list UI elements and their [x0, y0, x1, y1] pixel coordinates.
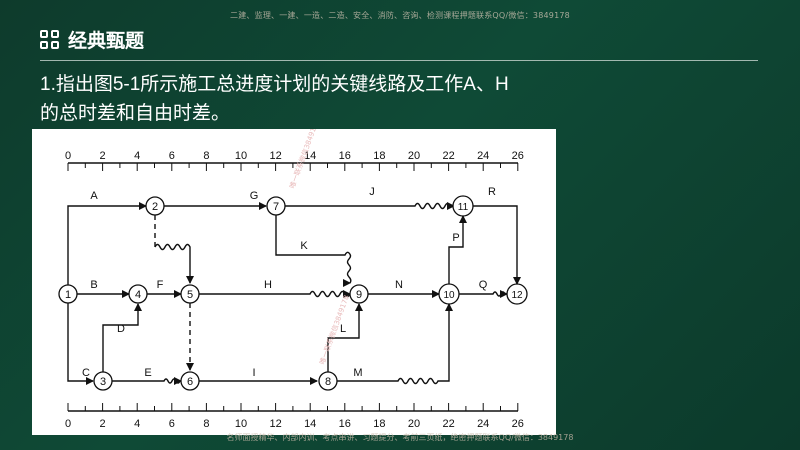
svg-text:12: 12: [511, 290, 523, 301]
scale-label: 12: [269, 418, 281, 430]
scale-label: 14: [304, 418, 316, 430]
label-B: B: [90, 279, 97, 291]
label-R: R: [488, 186, 496, 198]
svg-text:6: 6: [187, 376, 193, 388]
scale-label: 4: [134, 418, 140, 430]
node-2: 2: [145, 196, 165, 216]
node-3: 3: [93, 371, 113, 391]
arrow-J: [285, 202, 455, 210]
scale-label: 10: [235, 150, 247, 162]
scale-label: 24: [477, 150, 489, 162]
svg-text:9: 9: [356, 289, 362, 301]
node-6: 6: [180, 371, 200, 391]
label-A: A: [90, 190, 98, 202]
arrow-D: [102, 303, 142, 372]
event-nodes: 1 2 3 4 5 6 7 8 9 10 11 12: [58, 195, 528, 391]
svg-text:7: 7: [273, 201, 279, 213]
arrow-Q: [459, 290, 508, 298]
grid-icon: [40, 29, 60, 50]
scale-label: 14: [304, 150, 316, 162]
label-D: D: [117, 323, 125, 335]
label-F: F: [157, 279, 164, 291]
node-9: 9: [349, 284, 369, 304]
label-H: H: [264, 279, 272, 291]
node-10: 10: [438, 283, 460, 305]
scale-label: 16: [339, 418, 351, 430]
svg-text:11: 11: [458, 202, 469, 213]
label-C: C: [82, 367, 90, 379]
scale-label: 2: [100, 150, 106, 162]
scale-label: 4: [134, 150, 140, 162]
arrow-K: [275, 215, 358, 284]
bottom-watermark: 名师面授精华、内部内训、考点串讲、习题提分、考前三页纸，绝密押题联系QQ/微信：…: [226, 433, 574, 442]
label-Q: Q: [479, 279, 488, 291]
label-G: G: [250, 190, 259, 202]
arrow-H: [199, 290, 351, 303]
arrow-L: [327, 303, 363, 372]
arrow-E: [112, 377, 182, 385]
label-P: P: [452, 232, 459, 244]
scale-label: 20: [408, 150, 420, 162]
svg-text:1: 1: [65, 289, 71, 301]
svg-text:10: 10: [443, 290, 455, 301]
svg-text:3: 3: [100, 376, 106, 388]
label-L: L: [340, 323, 346, 335]
header-divider: [40, 60, 758, 61]
section-title: 经典甄题: [68, 31, 145, 52]
svg-text:8: 8: [325, 376, 331, 388]
node-7: 7: [266, 196, 286, 216]
svg-text:2: 2: [152, 201, 158, 213]
scale-label: 10: [235, 418, 247, 430]
arrow-M: [337, 303, 453, 385]
scale-label: 18: [373, 418, 385, 430]
activity-labels: A B C D E F G H I J K L M N P Q R: [82, 186, 496, 379]
scale-label: 6: [169, 418, 175, 430]
scale-label: 18: [373, 150, 385, 162]
top-watermark: 二建、监理、一建、一造、二造、安全、消防、咨询、检测课程押题联系QQ/微信：38…: [230, 11, 570, 20]
scale-label: 16: [339, 150, 351, 162]
scale-label: 20: [408, 418, 420, 430]
arrow-C: [67, 303, 94, 385]
svg-text:4: 4: [135, 289, 141, 301]
scale-label: 8: [203, 418, 209, 430]
scale-label: 8: [203, 150, 209, 162]
wavy-2-5: [154, 243, 194, 284]
question-line-2: 的总时差和自由时差。: [40, 103, 231, 124]
scale-label: 12: [269, 150, 281, 162]
node-8: 8: [318, 371, 338, 391]
node-5: 5: [180, 284, 200, 304]
node-12: 12: [506, 283, 528, 305]
arrow-P: [448, 215, 467, 285]
scale-label: 26: [512, 418, 524, 430]
arrow-R: [473, 205, 521, 285]
scale-label: 22: [442, 418, 454, 430]
label-K: K: [300, 240, 308, 252]
question-line-1: 1.指出图5-1所示施工总进度计划的关键线路及工作A、H: [40, 74, 509, 95]
svg-text:5: 5: [187, 289, 193, 301]
arrow-A: [67, 202, 147, 286]
scale-label: 0: [65, 418, 71, 430]
node-4: 4: [128, 284, 148, 304]
label-I: I: [252, 367, 255, 379]
label-E: E: [144, 367, 151, 379]
question-text: 1.指出图5-1所示施工总进度计划的关键线路及工作A、H 的总时差和自由时差。: [40, 70, 560, 128]
label-N: N: [395, 279, 403, 291]
scale-label: 22: [442, 150, 454, 162]
scale-label: 6: [169, 150, 175, 162]
scale-label: 26: [512, 150, 524, 162]
scale-label: 0: [65, 150, 71, 162]
node-11: 11: [452, 195, 474, 217]
node-1: 1: [58, 284, 78, 304]
section-header: 经典甄题: [40, 26, 144, 53]
scale-label: 2: [100, 418, 106, 430]
activity-arrows: [67, 202, 521, 385]
label-M: M: [353, 367, 362, 379]
scale-label: 24: [477, 418, 489, 430]
label-J: J: [369, 186, 375, 198]
